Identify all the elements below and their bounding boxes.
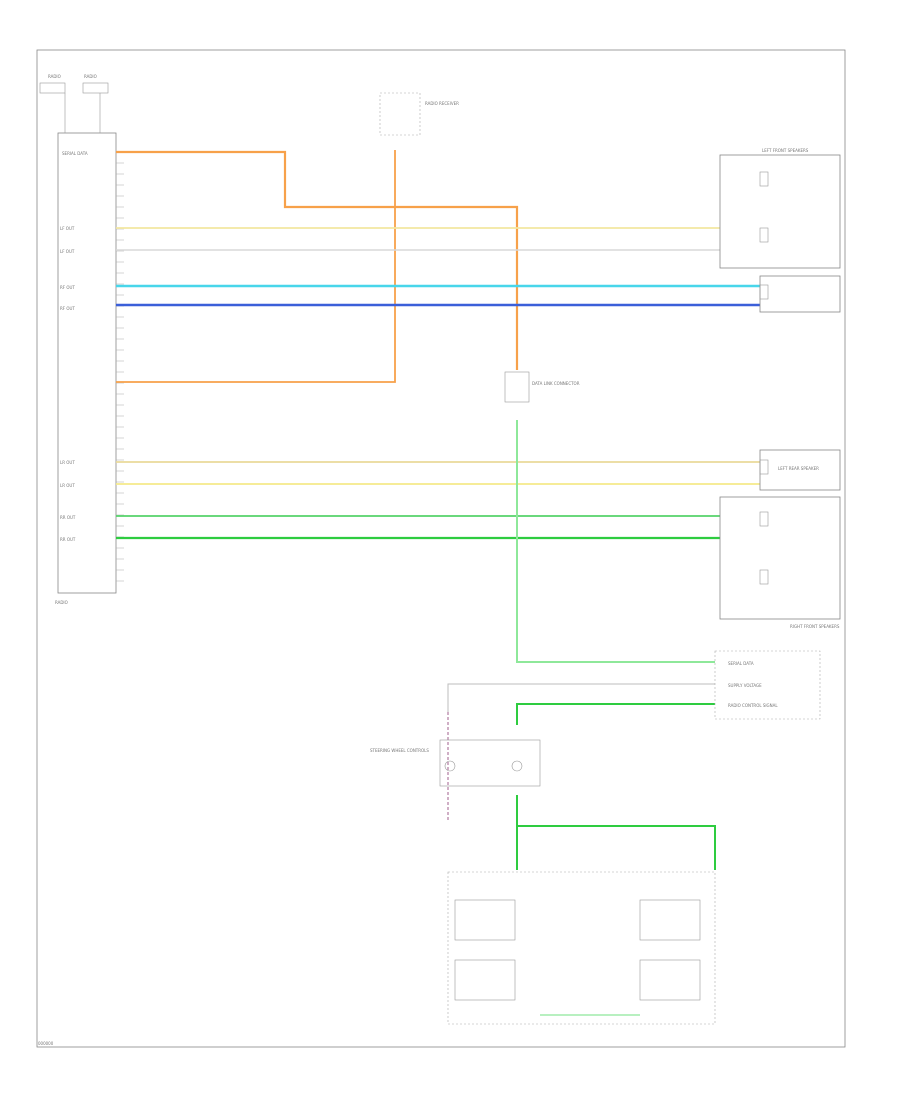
steering-label: STEERING WHEEL CONTROLS (370, 748, 429, 753)
radio-unit: RADIO RADIO SERIAL DATA RADIO (39, 74, 124, 605)
wire-orange-module (116, 150, 396, 383)
left-rear-speaker: LEFT REAR SPEAKER (759, 449, 841, 491)
diagram-frame (36, 49, 846, 1048)
label-rr-out-2: RR OUT (60, 537, 76, 542)
pin-supply-voltage: SUPPLY VOLTAGE (728, 683, 762, 688)
wire-orange-serial (116, 150, 519, 370)
right-rear-speakers: RIGHT FRONT SPEAKERS (719, 496, 841, 629)
radio-serial-data-label: SERIAL DATA (62, 151, 88, 156)
steering-switch-box (447, 871, 716, 1025)
left-front-label: LEFT FRONT SPEAKERS (762, 148, 809, 153)
top-module: RADIO RECEIVER (379, 92, 459, 136)
wires (116, 150, 760, 1016)
label-rf-out-2: RF OUT (60, 306, 75, 311)
steering-module: STEERING WHEEL CONTROLS (370, 739, 541, 787)
wire-serial-data-down (516, 420, 715, 663)
label-lf-out-2: LF OUT (60, 249, 75, 254)
top-module-label: RADIO RECEIVER (425, 101, 459, 106)
data-link-connector: DATA LINK CONNECTOR (504, 371, 580, 403)
right-connector: SERIAL DATA SUPPLY VOLTAGE RADIO CONTROL… (714, 650, 821, 720)
label-rf-out-1: RF OUT (60, 285, 75, 290)
radio-top-label-1: RADIO (48, 74, 61, 79)
radio-top-label-2: RADIO (84, 74, 97, 79)
left-front-speakers: LEFT FRONT SPEAKERS (719, 148, 841, 269)
label-lr-out-2: LR OUT (60, 483, 75, 488)
right-front-label: RIGHT FRONT SPEAKERS (790, 624, 840, 629)
connector-label: DATA LINK CONNECTOR (532, 381, 580, 386)
right-front-upper (759, 275, 841, 313)
page-id: 000000 (38, 1041, 54, 1046)
wire-radio-control (516, 703, 715, 725)
left-rear-label: LEFT REAR SPEAKER (778, 466, 819, 471)
radio-footer-label: RADIO (55, 600, 68, 605)
label-lr-out-1: LR OUT (60, 460, 75, 465)
label-lf-out-1: LF OUT (60, 226, 75, 231)
pin-serial-data: SERIAL DATA (728, 661, 754, 666)
wire-supply-voltage (447, 683, 715, 712)
wire-steering-link (516, 795, 716, 870)
pin-radio-control: RADIO CONTROL SIGNAL (728, 703, 778, 708)
label-rr-out-1: RR OUT (60, 515, 76, 520)
